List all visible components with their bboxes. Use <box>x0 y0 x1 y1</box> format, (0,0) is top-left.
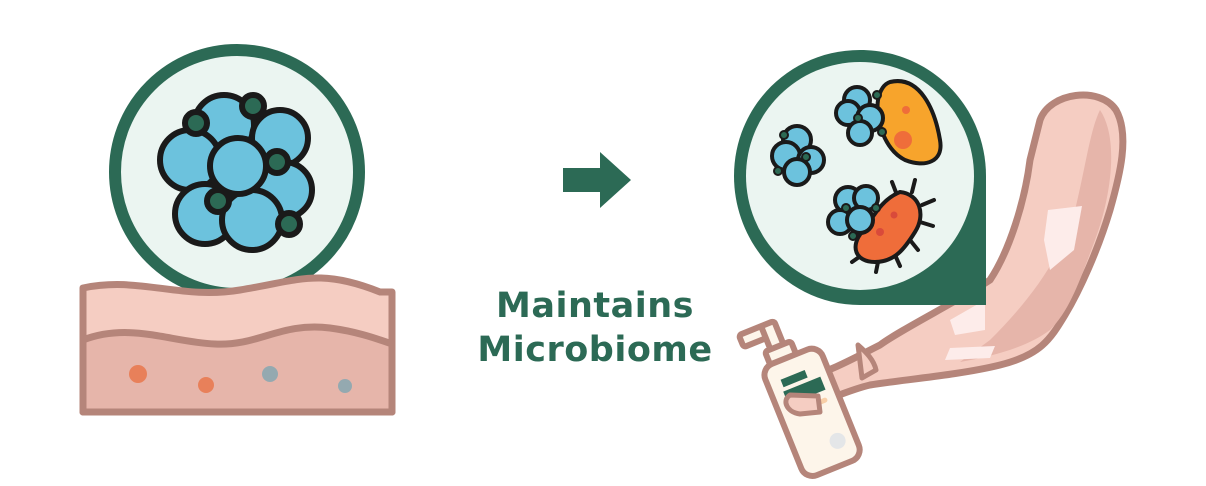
caption-line-1: Maintains <box>496 286 694 326</box>
arm-icon <box>777 91 1127 412</box>
hand-icon <box>783 342 879 417</box>
bacterium-spiky-icon <box>826 178 936 274</box>
skin-dot <box>198 377 214 393</box>
skin-layer-icon <box>79 274 396 416</box>
bacterium-oval-icon <box>834 79 943 166</box>
arrow-right-icon <box>563 152 631 208</box>
caption-line-2: Microbiome <box>477 330 713 370</box>
right-microbe-cluster-icon <box>770 124 826 187</box>
skin-dot <box>129 365 147 383</box>
caption-maintains-microbiome: Maintains Microbiome <box>430 284 760 372</box>
skin-dot <box>338 379 352 393</box>
skin-dot <box>262 366 278 382</box>
left-microbe-cluster-icon <box>157 92 315 253</box>
